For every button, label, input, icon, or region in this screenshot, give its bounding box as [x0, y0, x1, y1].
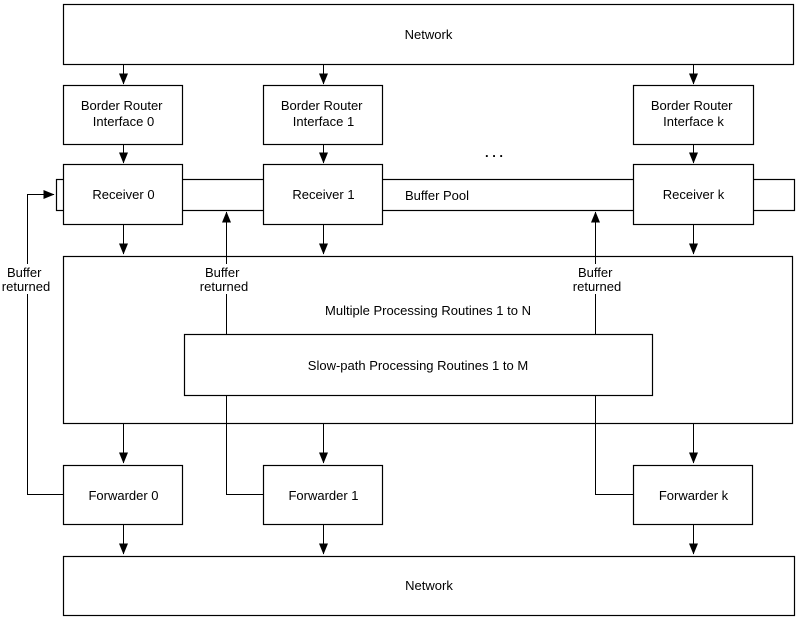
border-router-interface-1-label: Border Router Interface 1 [281, 98, 366, 129]
receiver-0-box [62, 163, 184, 226]
buffer-returned-mid-label: Buffer returned [200, 265, 248, 294]
buffer-returned-left-label-bg [0, 264, 52, 294]
forwarder-1-label: Forwarder 1 [288, 488, 358, 503]
forwarder-0-box [62, 464, 184, 526]
slow-path-processing-routines-label: Slow-path Processing Routines 1 to M [308, 358, 528, 373]
border-router-interface-k-box [632, 84, 755, 146]
receiver-0-label: Receiver 0 [92, 187, 154, 202]
buffer-return-path-forwarder-0 [27, 190, 64, 495]
buffer-returned-right-label-bg [571, 264, 624, 294]
buffer-return-path-forwarder-1 [222, 211, 264, 495]
receiver-k-label: Receiver k [663, 187, 725, 202]
multiple-processing-routines-label: Multiple Processing Routines 1 to N [325, 303, 531, 318]
network-bottom-box [62, 555, 796, 617]
buffer-returned-right-label: Buffer returned [573, 265, 621, 294]
buffer-pool-label: Buffer Pool [405, 188, 469, 203]
buffer-return-path-forwarder-k [591, 211, 634, 495]
network-top-label: Network [405, 27, 453, 42]
ellipsis-label: . . . [485, 145, 503, 160]
buffer-returned-mid-label-bg [197, 264, 250, 294]
receiver-k-box [632, 163, 755, 226]
network-top-box [62, 3, 795, 66]
border-router-interface-0-box [62, 84, 184, 146]
buffer-returned-left-label: Buffer returned [2, 265, 50, 294]
forwarder-0-label: Forwarder 0 [88, 488, 158, 503]
multiple-processing-routines-box [62, 255, 794, 425]
slow-path-processing-routines-box [183, 333, 654, 397]
receiver-1-label: Receiver 1 [292, 187, 354, 202]
receiver-1-box [262, 163, 384, 226]
forwarder-k-box [632, 464, 754, 526]
border-router-interface-0-label: Border Router Interface 0 [81, 98, 166, 129]
network-bottom-label: Network [405, 578, 453, 593]
forwarder-k-label: Forwarder k [659, 488, 729, 503]
forwarder-1-box [262, 464, 384, 526]
border-router-interface-k-label: Border Router Interface k [651, 98, 736, 129]
border-router-interface-1-box [262, 84, 384, 146]
